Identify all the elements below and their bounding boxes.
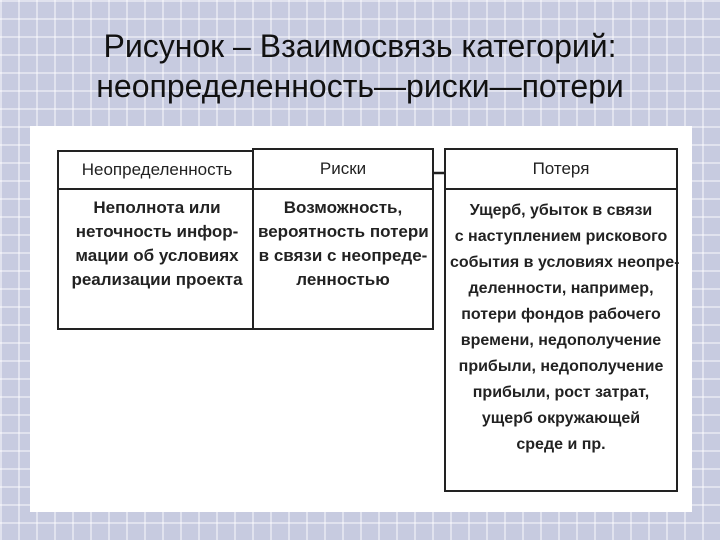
risks-line: Возможность, xyxy=(283,198,403,217)
loss-line: ущерб окружающей xyxy=(481,410,641,427)
uncertainty-line: мации об условиях xyxy=(75,246,239,265)
loss-line: среде и пр. xyxy=(516,436,606,453)
uncertainty-header: Неопределенность xyxy=(59,152,255,190)
loss-line: деленности, например, xyxy=(468,280,654,297)
loss-line: прибыли, рост затрат, xyxy=(472,384,650,401)
uncertainty-line: реализации проекта xyxy=(71,270,243,289)
uncertainty-box: Неопределенность Неполнота или неточност… xyxy=(57,150,257,330)
slide-title: Рисунок – Взаимосвязь категорий: неопред… xyxy=(0,26,720,106)
risks-line: ленностью xyxy=(296,270,390,289)
risks-description: Возможность, вероятность потери в связи … xyxy=(254,190,432,298)
uncertainty-line: неточность инфор- xyxy=(75,222,239,241)
title-line-2: неопределенность—риски—потери xyxy=(96,68,624,104)
risks-header: Риски xyxy=(254,150,432,190)
loss-line: Ущерб, убыток в связи xyxy=(469,202,653,219)
title-line-1: Рисунок – Взаимосвязь категорий: xyxy=(103,28,617,64)
loss-line: прибыли, недополучение xyxy=(458,358,664,375)
risks-line: в связи с неопреде- xyxy=(258,246,428,265)
loss-header: Потеря xyxy=(446,150,676,190)
loss-line: времени, недополучение xyxy=(460,332,662,349)
loss-box: Потеря Ущерб, убыток в связи с наступлен… xyxy=(444,148,680,492)
loss-description: Ущерб, убыток в связи с наступлением рис… xyxy=(446,190,680,464)
uncertainty-line: Неполнота или xyxy=(93,198,221,217)
risks-line: вероятность потери xyxy=(258,222,429,241)
risks-box: Риски Возможность, вероятность потери в … xyxy=(252,148,434,330)
loss-line: с наступлением рискового xyxy=(454,228,668,245)
loss-line: события в условиях неопре- xyxy=(450,254,680,271)
diagram-figure: Неопределенность Неполнота или неточност… xyxy=(30,126,692,512)
loss-line: потери фондов рабочего xyxy=(461,306,661,323)
uncertainty-description: Неполнота или неточность инфор- мации об… xyxy=(59,190,255,298)
